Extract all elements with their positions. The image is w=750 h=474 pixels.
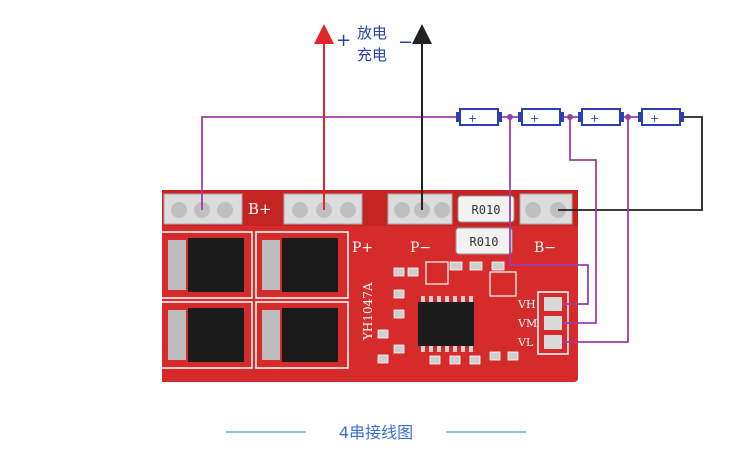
minus-sign: − — [398, 32, 413, 53]
junction-dot — [625, 114, 631, 120]
board-model: YH1047A — [361, 282, 375, 341]
resistor-bottom: R010 — [455, 227, 513, 255]
component-outline — [489, 271, 517, 297]
resistor-top: R010 — [457, 195, 515, 223]
p-minus-label: P− — [410, 240, 431, 256]
terminal-b-minus — [519, 193, 573, 225]
vh-label: VH — [517, 298, 536, 311]
terminal-p-minus — [387, 193, 453, 225]
resistor-label: R010 — [470, 235, 499, 249]
battery-cell-icon: + — [578, 108, 624, 126]
terminal-screw-icon — [171, 202, 187, 218]
junction-dot — [567, 114, 573, 120]
mosfet-chip-icon — [262, 308, 338, 362]
svg-text:+: + — [590, 112, 599, 125]
discharge-label: 放电 — [357, 24, 387, 42]
wire-vh — [509, 117, 589, 305]
terminal-screw-icon — [394, 202, 410, 218]
battery-cell-icon: + — [638, 108, 684, 126]
wires — [201, 24, 703, 343]
mosfet-area — [159, 231, 349, 369]
vl-label: VL — [517, 336, 534, 349]
battery-cells: + + + + — [456, 108, 684, 126]
b-plus-label: B+ — [248, 200, 272, 218]
wire-b-plus — [201, 116, 458, 210]
ic-chip-icon — [418, 296, 474, 352]
terminal-screw-icon — [340, 202, 356, 218]
plus-sign: + — [336, 30, 351, 51]
terminal-screw-icon — [525, 202, 541, 218]
svg-text:+: + — [650, 112, 659, 125]
terminal-screw-icon — [217, 202, 233, 218]
resistor-label: R010 — [472, 203, 501, 217]
b-minus-label: B− — [534, 240, 556, 256]
svg-text:+: + — [530, 112, 539, 125]
component-outline — [425, 261, 449, 285]
charge-label: 充电 — [357, 46, 387, 64]
mosfet-chip-icon — [168, 238, 244, 292]
small-components — [377, 261, 519, 365]
mosfet-chip-icon — [168, 308, 244, 362]
svg-text:+: + — [468, 112, 477, 125]
wire-vm — [562, 117, 597, 324]
wire-b-minus — [558, 116, 703, 211]
battery-cell-icon: + — [456, 108, 502, 126]
junction-dot — [507, 114, 513, 120]
mosfet-chip-icon — [262, 238, 338, 292]
vm-label: VM — [517, 317, 537, 330]
caption: 4串接线图 — [339, 423, 413, 442]
bms-board: B+ R010 R010 — [159, 190, 578, 382]
terminal-b-plus — [163, 193, 243, 225]
terminal-screw-icon — [292, 202, 308, 218]
p-plus-label: P+ — [352, 240, 373, 256]
wire-vl — [562, 117, 629, 343]
terminal-screw-icon — [434, 202, 450, 218]
balance-header — [537, 291, 569, 355]
battery-cell-icon: + — [518, 108, 564, 126]
